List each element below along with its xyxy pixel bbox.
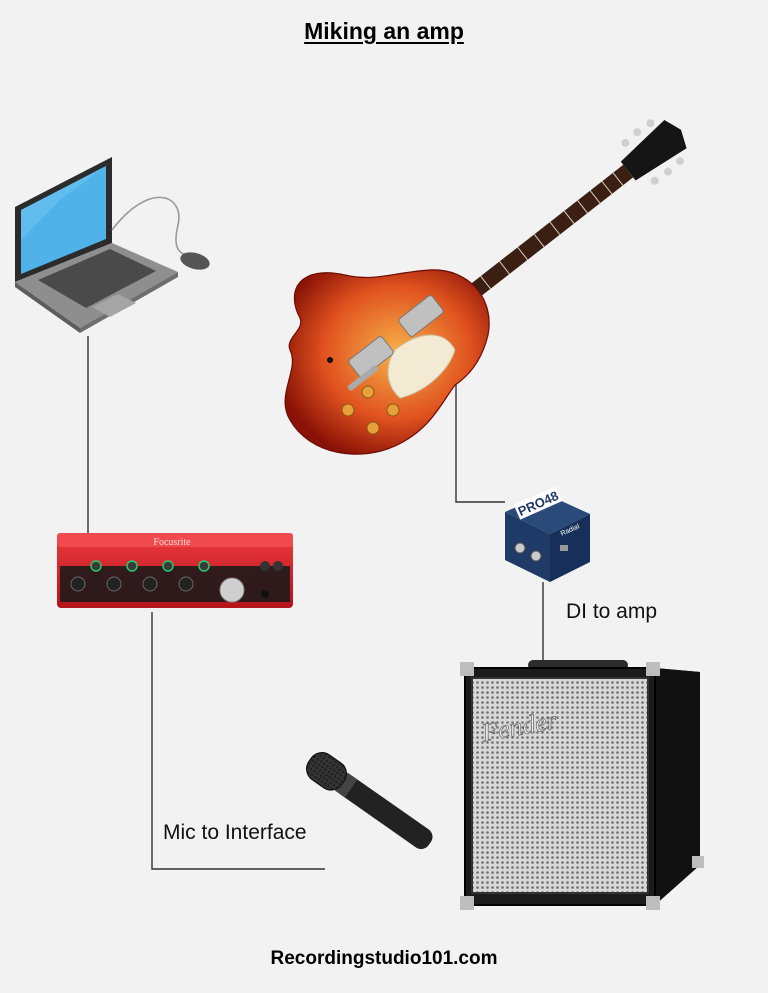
electric-guitar-icon	[284, 119, 687, 455]
audio-interface-icon: Focusrite	[57, 533, 293, 608]
mic-to-interface-label: Mic to Interface	[163, 821, 307, 844]
di-to-amp-label: DI to amp	[566, 600, 658, 623]
microphone-icon	[306, 752, 433, 850]
guitar-to-di-cable	[455, 383, 505, 503]
cables	[87, 336, 544, 870]
mic-to-interface-cable	[151, 612, 325, 870]
diagram-title: Miking an amp	[304, 18, 464, 44]
guitar-amp-icon: Fender	[460, 660, 704, 910]
laptop-icon	[15, 157, 210, 333]
interface-brand: Focusrite	[153, 537, 191, 548]
footer-website: Recordingstudio101.com	[270, 948, 498, 969]
di-box-icon: PRO48 Radial	[505, 486, 590, 582]
